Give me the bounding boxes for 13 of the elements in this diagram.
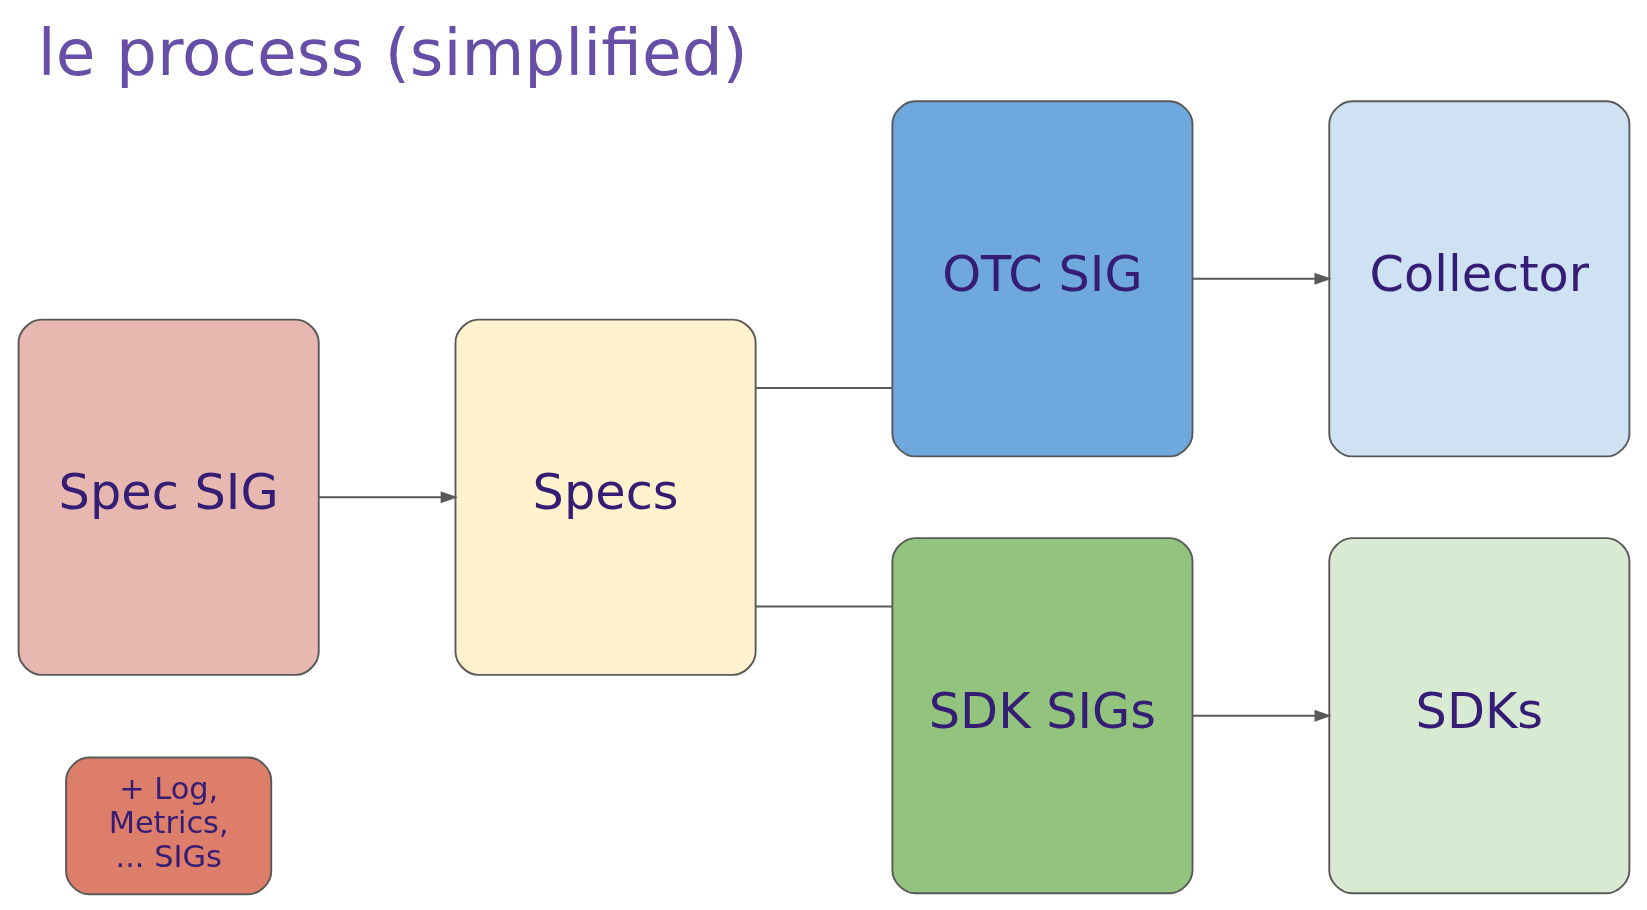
node-box: + Log, Metrics, ... SIGs xyxy=(64,756,272,896)
arrow xyxy=(317,491,458,504)
node-box: OTC SIG xyxy=(890,100,1193,458)
node-box: Specs xyxy=(454,318,757,676)
node-box: Spec SIG xyxy=(17,318,320,676)
connector xyxy=(754,387,893,389)
node-box: SDKs xyxy=(1327,537,1630,895)
connector xyxy=(754,605,893,608)
diagram-title: le process (simplified) xyxy=(37,15,748,90)
node-box: SDK SIGs xyxy=(890,537,1193,895)
arrow xyxy=(1191,272,1332,285)
node-box: Collector xyxy=(1327,100,1630,458)
arrow xyxy=(1191,709,1332,722)
